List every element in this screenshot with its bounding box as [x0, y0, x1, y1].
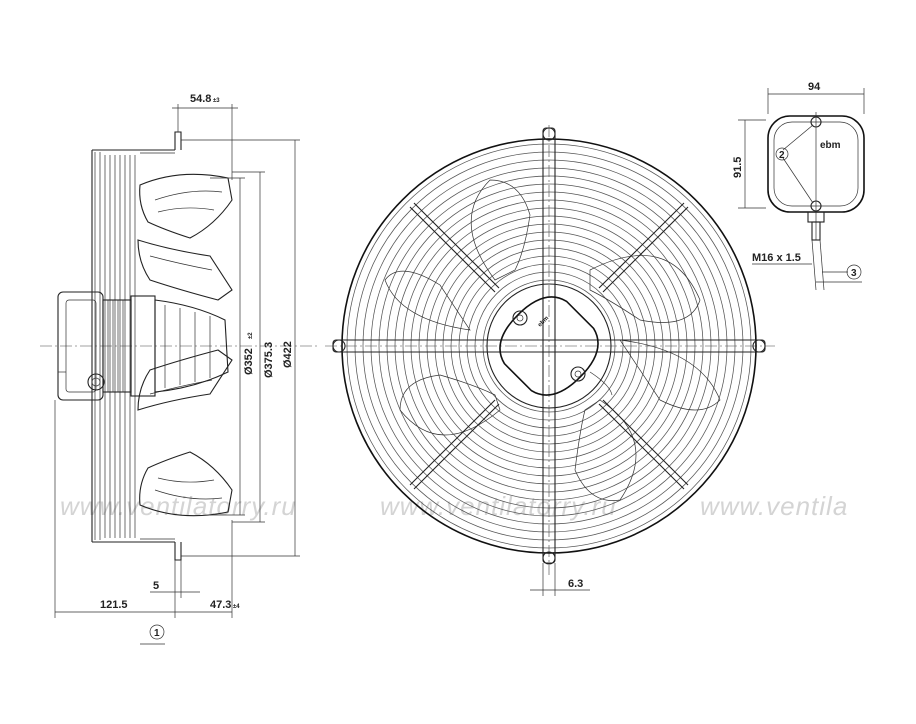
dim-6-3: 6.3 — [568, 578, 583, 590]
dim-5: 5 — [153, 580, 159, 592]
dim-47-3: 47.3 — [210, 599, 231, 611]
front-blades — [384, 179, 721, 501]
terminal-box-brand: ebm — [820, 140, 841, 151]
impeller-blades — [137, 173, 233, 517]
watermark-text: www.ventilatorry.ru — [60, 491, 297, 521]
callout-2: 2 — [779, 150, 785, 161]
mounting-brackets — [332, 127, 766, 565]
dimensions-side — [54, 104, 300, 645]
motor — [57, 291, 156, 401]
callout-3: 3 — [851, 268, 857, 279]
dim-d352: Ø352 — [243, 348, 255, 375]
hub-brand-label: ebm — [537, 315, 550, 328]
dim-91-5: 91.5 — [732, 157, 744, 178]
dim-d422: Ø422 — [282, 341, 294, 368]
callout-1: 1 — [154, 628, 160, 639]
terminal-box-view — [738, 88, 865, 291]
watermark-text: www.ventila — [700, 491, 848, 521]
front-view: ebm 6.3 — [325, 125, 775, 596]
dim-47-3-tol: ±4 — [233, 604, 240, 610]
dim-d375: Ø375.3 — [263, 342, 275, 378]
dim-54-8-tol: ±3 — [213, 98, 220, 104]
mounting-struts — [409, 202, 689, 490]
guard-ribs — [91, 131, 182, 561]
thread-label: M16 x 1.5 — [752, 252, 801, 264]
dim-121-5: 121.5 — [100, 599, 128, 611]
hub — [486, 283, 613, 409]
dim-54-8: 54.8 — [190, 93, 211, 105]
side-view: 54.8 ±3 Ø352 ±2 Ø375.3 Ø422 5 121.5 47.3… — [40, 93, 320, 645]
dim-d352-tol: ±2 — [248, 332, 254, 339]
guard-rings — [341, 138, 757, 554]
dim-94: 94 — [808, 81, 821, 93]
